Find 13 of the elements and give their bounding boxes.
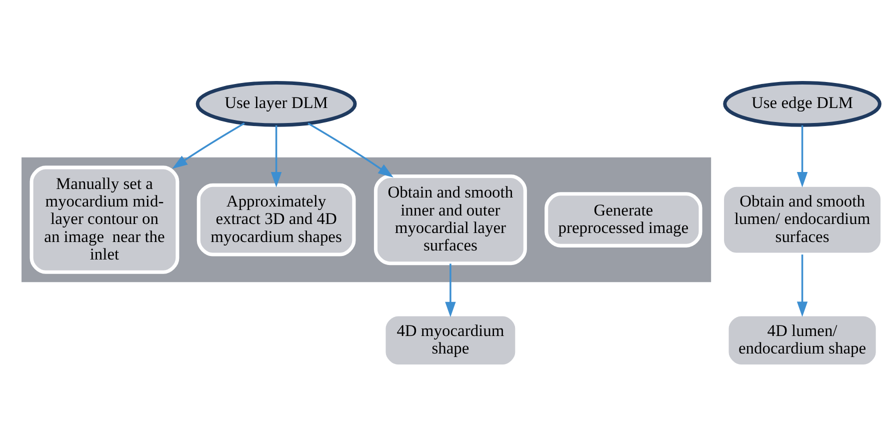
node-box: Manually set a myocardium mid-layer contour on an image near the inlet <box>30 165 180 274</box>
arrow <box>270 124 282 187</box>
node-box: Generate preprocessed image <box>544 192 702 247</box>
arrow <box>796 124 808 187</box>
node-box: Approximately extract 3D and 4D myocardium shapes <box>196 182 356 256</box>
node-ellipse: Use layer DLM <box>196 80 357 126</box>
arrow <box>172 122 245 168</box>
arrow <box>445 263 456 317</box>
node-box: Obtain and smooth inner and outer myocardial layer surfaces <box>374 174 527 265</box>
node-ellipse: Use edge DLM <box>723 80 882 126</box>
arrow <box>796 254 808 316</box>
cluster <box>22 156 712 282</box>
arrow <box>308 122 394 177</box>
